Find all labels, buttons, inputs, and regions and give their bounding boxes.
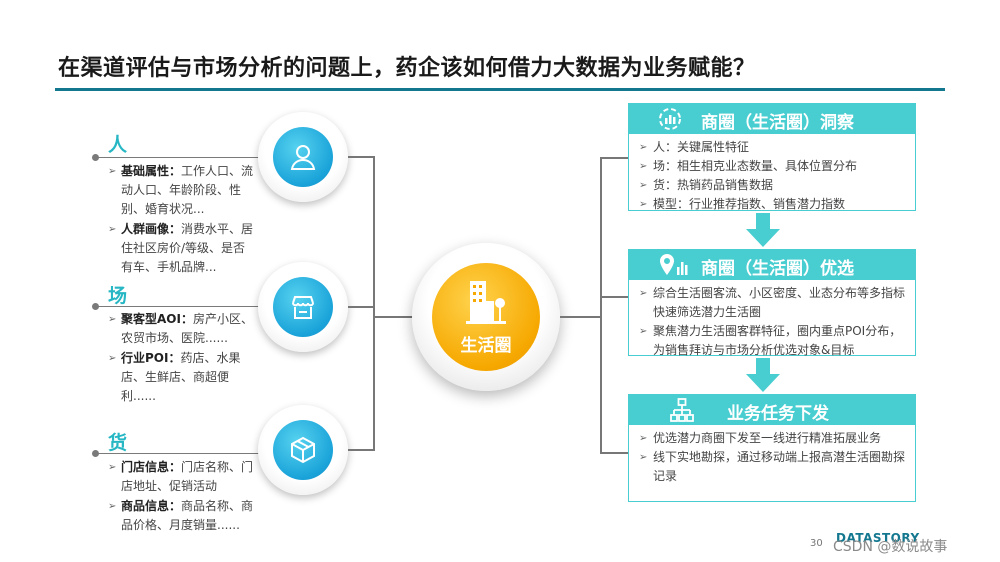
category-list-place: 聚客型AOI：房产小区、农贸市场、医院...... 行业POI：药店、水果店、生…	[108, 310, 256, 406]
list-item: 综合生活圈客流、小区密度、业态分布等多指标快速筛选潜力生活圈	[639, 284, 905, 322]
list-item: 场：相生相克业态数量、具体位置分布	[639, 157, 905, 176]
center-circle: 生活圈	[412, 243, 560, 391]
connector-line	[600, 157, 628, 159]
list-item: 聚焦潜力生活圈客群特征，圈内重点POI分布，为销售拜访与市场分析优选对象&目标	[639, 322, 905, 360]
page-title: 在渠道评估与市场分析的问题上，药企该如何借力大数据为业务赋能？	[58, 56, 756, 81]
panel-title: 业务任务下发	[727, 404, 829, 424]
title-rule	[55, 88, 945, 91]
box-icon	[291, 436, 315, 464]
connector-line	[348, 449, 374, 451]
people-circle	[258, 112, 348, 202]
panel-select: 商圈（生活圈）优选 综合生活圈客流、小区密度、业态分布等多指标快速筛选潜力生活圈…	[628, 249, 916, 357]
list-item: 商品信息：商品名称、商品价格、月度销量......	[108, 497, 256, 535]
panel-title: 商圈（生活圈）优选	[701, 259, 854, 279]
list-item: 基础属性：工作人口、流动人口、年龄阶段、性别、婚育状况...	[108, 162, 256, 219]
list-item: 货：热销药品销售数据	[639, 176, 905, 195]
category-dot	[92, 450, 99, 457]
category-list-people: 基础属性：工作人口、流动人口、年龄阶段、性别、婚育状况... 人群画像：消费水平…	[108, 162, 256, 277]
goods-circle	[258, 405, 348, 495]
panel-task: 业务任务下发 优选潜力商圈下发至一线进行精准拓展业务 线下实地勘探，通过移动端上…	[628, 394, 916, 502]
category-list-goods: 门店信息：门店名称、门店地址、促销活动 商品信息：商品名称、商品价格、月度销量.…	[108, 458, 256, 535]
watermark: CSDN @数说故事	[833, 539, 948, 555]
arrow-down-icon	[746, 358, 780, 392]
connector-line	[600, 296, 628, 298]
list-item: 门店信息：门店名称、门店地址、促销活动	[108, 458, 256, 496]
connector-line	[560, 316, 601, 318]
city-icon	[466, 281, 506, 324]
connector-line	[373, 316, 413, 318]
category-dot	[92, 303, 99, 310]
location-chart-icon	[660, 254, 688, 275]
chart-circle-icon	[659, 108, 681, 130]
category-line	[96, 306, 266, 307]
connector-trunk	[373, 156, 375, 451]
connector-trunk	[600, 157, 602, 454]
panel-insight: 商圈（生活圈）洞察 人：关键属性特征 场：相生相克业态数量、具体位置分布 货：热…	[628, 103, 916, 214]
category-line	[96, 453, 266, 454]
category-head-people: 人	[108, 134, 128, 156]
center-label: 生活圈	[460, 336, 512, 356]
panel-title: 商圈（生活圈）洞察	[701, 113, 854, 133]
place-circle	[258, 262, 348, 352]
person-icon	[290, 145, 316, 170]
brand-logo: DATASTORY	[836, 531, 920, 545]
list-item: 优选潜力商圈下发至一线进行精准拓展业务	[639, 429, 905, 448]
store-icon	[292, 296, 314, 319]
list-item: 模型：行业推荐指数、销售潜力指数	[639, 195, 905, 214]
arrow-down-icon	[746, 213, 780, 247]
list-item: 人群画像：消费水平、居住社区房价/等级、是否有车、手机品牌...	[108, 220, 256, 277]
list-item: 线下实地勘探，通过移动端上报高潜生活圈勘探记录	[639, 448, 905, 486]
category-head-goods: 货	[108, 432, 128, 454]
category-head-place: 场	[108, 285, 128, 307]
connector-line	[348, 306, 374, 308]
connector-line	[600, 452, 628, 454]
list-item: 聚客型AOI：房产小区、农贸市场、医院......	[108, 310, 256, 348]
page-number: 30	[810, 538, 823, 549]
connector-line	[348, 156, 374, 158]
category-dot	[92, 154, 99, 161]
list-item: 人：关键属性特征	[639, 138, 905, 157]
category-line	[96, 157, 266, 158]
hierarchy-icon	[670, 398, 694, 422]
list-item: 行业POI：药店、水果店、生鲜店、商超便利......	[108, 349, 256, 406]
